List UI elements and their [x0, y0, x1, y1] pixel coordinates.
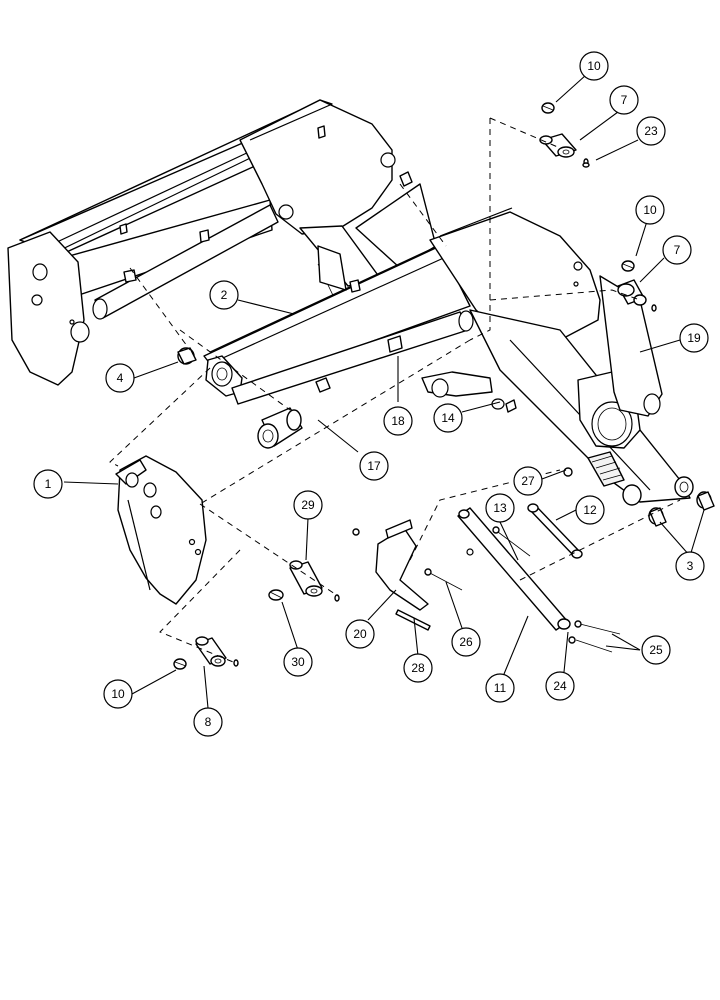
callout-20: 20	[345, 619, 375, 649]
callout-26: 26	[451, 627, 481, 657]
callout-7-right: 7	[662, 235, 692, 265]
callout-label: 27	[521, 474, 535, 488]
callout-label: 13	[493, 501, 507, 515]
rear-loader-arm	[7, 99, 437, 386]
front-loader-arm	[203, 207, 694, 506]
callout-label: 10	[643, 203, 657, 217]
callout-2: 2	[209, 280, 239, 310]
callout-label: 24	[553, 679, 567, 693]
callout-label: 26	[459, 635, 473, 649]
callout-24: 24	[545, 671, 575, 701]
callout-label: 14	[441, 411, 455, 425]
callout-label: 3	[687, 559, 694, 573]
callout-label: 18	[391, 414, 405, 428]
loose-parts	[115, 102, 715, 670]
callout-label: 10	[587, 59, 601, 73]
callout-29: 29	[293, 490, 323, 520]
assembly-lines	[109, 117, 681, 665]
callout-28: 28	[403, 653, 433, 683]
callout-label: 20	[353, 627, 367, 641]
callout-label: 11	[494, 681, 507, 695]
callout-label: 7	[674, 243, 681, 257]
callout-14: 14	[433, 403, 463, 433]
callout-label: 4	[117, 371, 124, 385]
callout-label: 30	[291, 655, 305, 669]
callout-10-top: 10	[579, 51, 609, 81]
callout-label: 7	[621, 93, 628, 107]
callout-10-right: 10	[635, 195, 665, 225]
callout-label: 10	[111, 687, 125, 701]
callout-27: 27	[513, 466, 543, 496]
callout-label: 8	[205, 715, 212, 729]
callout-label: 29	[301, 498, 315, 512]
callout-18: 18	[383, 406, 413, 436]
callout-label: 1	[45, 477, 52, 491]
callout-30: 30	[283, 647, 313, 677]
callout-3: 3	[675, 551, 705, 581]
callout-12: 12	[575, 495, 605, 525]
callout-8: 8	[193, 707, 223, 737]
callout-23: 23	[636, 116, 666, 146]
callout-17: 17	[359, 451, 389, 481]
callout-11: 11	[485, 673, 515, 703]
callout-label: 12	[583, 503, 597, 517]
callout-13: 13	[485, 493, 515, 523]
callout-label: 19	[687, 331, 701, 345]
callout-label: 17	[367, 459, 381, 473]
callout-label: 2	[221, 288, 228, 302]
callout-25: 25	[641, 635, 671, 665]
callout-10-bottom: 10	[103, 679, 133, 709]
callout-4: 4	[105, 363, 135, 393]
callout-leaders	[63, 74, 705, 709]
callout-label: 25	[649, 643, 663, 657]
callout-1: 1	[33, 469, 63, 499]
callout-19: 19	[679, 323, 709, 353]
callout-label: 28	[411, 661, 425, 675]
callout-7-top: 7	[609, 85, 639, 115]
callout-label: 23	[644, 124, 658, 138]
